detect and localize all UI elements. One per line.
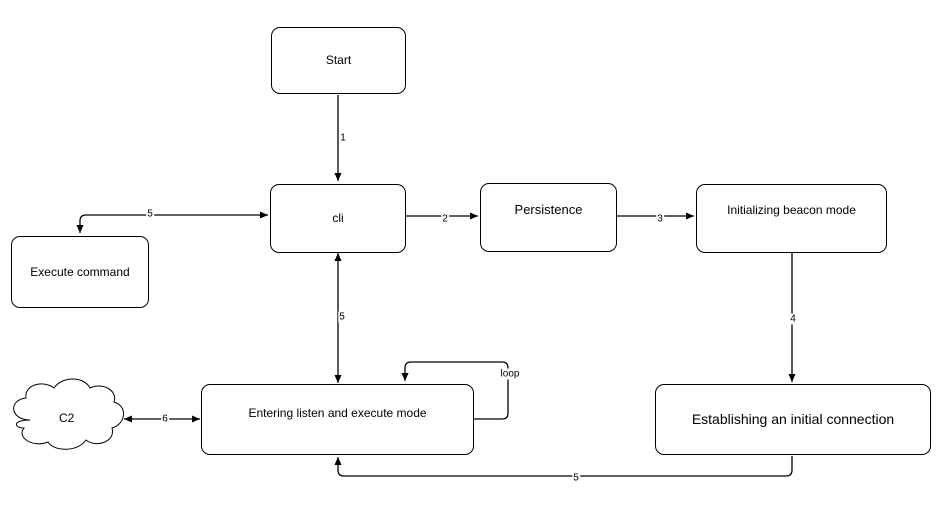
edge-label-cli-persistence: 2 <box>441 213 449 225</box>
edge-label-cli-listen: 5 <box>338 311 346 323</box>
node-start[interactable]: Start <box>271 27 406 94</box>
edge-label-beacon-establish: 4 <box>789 313 797 325</box>
edge-label-c2-listen: 6 <box>161 413 169 425</box>
edge-label-persistence-beacon: 3 <box>656 213 664 225</box>
edge-label-start-cli: 1 <box>339 132 347 144</box>
node-establish-label: Establishing an initial connection <box>691 411 895 428</box>
node-beacon-label: Initializing beacon mode <box>727 203 856 217</box>
edge-label-loop: loop <box>499 368 521 380</box>
edge-cli-execute <box>76 211 268 233</box>
node-persistence[interactable]: Persistence <box>480 183 617 252</box>
node-beacon[interactable]: Initializing beacon mode <box>696 184 887 253</box>
node-establish[interactable]: Establishing an initial connection <box>655 384 931 455</box>
edge-loop <box>401 361 509 420</box>
node-start-label: Start <box>325 53 352 68</box>
edge-label-establish-listen: 5 <box>572 472 580 484</box>
node-listen[interactable]: Entering listen and execute mode <box>201 384 474 455</box>
edge-label-cli-execute: 5 <box>146 208 154 220</box>
c2-cloud-shape <box>13 378 124 450</box>
node-persistence-label: Persistence <box>514 202 583 217</box>
node-cli[interactable]: cli <box>270 184 406 253</box>
node-execute[interactable]: Execute command <box>11 236 149 308</box>
node-c2-label: C2 <box>59 411 75 425</box>
node-execute-label: Execute command <box>30 264 130 279</box>
node-cli-label: cli <box>332 211 344 226</box>
edge-establish-listen <box>334 456 793 477</box>
node-listen-label: Entering listen and execute mode <box>248 406 427 421</box>
